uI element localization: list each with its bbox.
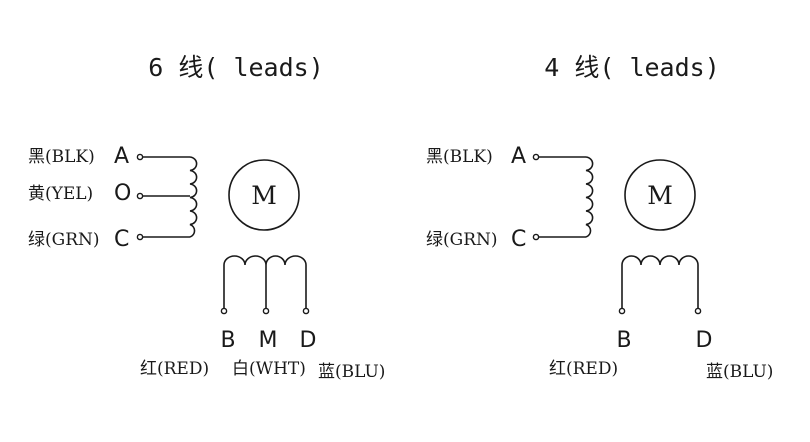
- terminal-letter-a: A: [114, 144, 129, 169]
- terminal-letter-c: C: [511, 227, 526, 252]
- terminal-letter-b: B: [220, 328, 235, 353]
- motor-symbol: [624, 159, 696, 231]
- four-lead-left-coil: [532, 153, 594, 241]
- wire-label-blu: 蓝(BLU): [706, 362, 773, 382]
- terminal-letter-o: O: [114, 181, 131, 206]
- wire-label-blk: 黑(BLK): [426, 147, 493, 167]
- terminal-letter-c: C: [114, 227, 129, 252]
- six-lead-diagram: 6 线( leads) 黑(BLK) A 黄(YEL) O 绿(GRN) C M: [28, 53, 385, 382]
- wire-label-red: 红(RED): [140, 359, 209, 379]
- terminal-letter-d: D: [696, 328, 713, 353]
- motor-label: M: [647, 181, 673, 210]
- terminal-letter-b: B: [616, 328, 631, 353]
- six-lead-left-coil: [136, 153, 198, 241]
- wire-label-red: 红(RED): [549, 359, 618, 379]
- four-lead-diagram: 4 线( leads) 黑(BLK) A 绿(GRN) C M B D 红(RE…: [426, 53, 773, 382]
- six-lead-bottom-coil: [220, 255, 310, 315]
- terminal-letter-m: M: [259, 328, 278, 353]
- four-lead-title: 4 线( leads): [544, 53, 720, 82]
- motor-label: M: [251, 181, 277, 210]
- terminal-letter-a: A: [511, 144, 526, 169]
- motor-symbol: [228, 159, 300, 231]
- wire-label-blu: 蓝(BLU): [318, 362, 385, 382]
- wire-label-grn: 绿(GRN): [426, 230, 498, 250]
- four-lead-bottom-coil: [618, 255, 702, 315]
- wire-label-blk: 黑(BLK): [28, 147, 95, 167]
- terminal-letter-d: D: [300, 328, 317, 353]
- wire-label-grn: 绿(GRN): [28, 230, 100, 250]
- wire-label-yel: 黄(YEL): [28, 184, 93, 204]
- six-lead-title: 6 线( leads): [148, 53, 324, 82]
- wire-label-wht: 白(WHT): [232, 359, 306, 379]
